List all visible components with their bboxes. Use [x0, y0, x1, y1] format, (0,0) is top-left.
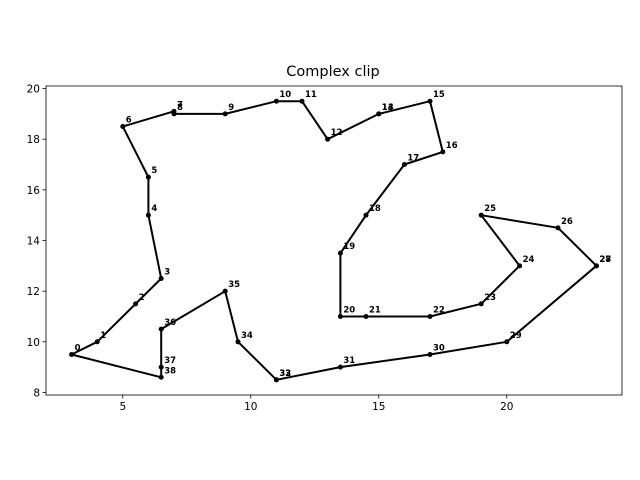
data-point-25	[478, 212, 484, 218]
point-label-23: 23	[484, 293, 496, 303]
point-label-25: 25	[484, 204, 496, 214]
point-label-27: 27	[599, 255, 611, 265]
data-point-24	[517, 263, 523, 269]
y-tick-label: 10	[27, 337, 40, 349]
point-label-19: 19	[343, 242, 355, 252]
data-point-31	[337, 364, 343, 370]
point-label-3: 3	[164, 267, 170, 277]
point-label-14: 14	[382, 103, 394, 113]
point-label-26: 26	[561, 217, 573, 227]
point-label-33: 33	[279, 369, 291, 379]
data-point-16	[440, 149, 446, 155]
x-axis: 5 10 15 20	[119, 395, 513, 413]
y-tick-label: 16	[27, 185, 41, 197]
point-label-1: 1	[100, 331, 106, 341]
point-label-36: 36	[164, 318, 176, 328]
x-tick-label: 15	[372, 401, 385, 413]
data-point-6	[120, 124, 126, 130]
data-point-19	[337, 250, 343, 256]
point-label-13: 13	[382, 103, 394, 113]
y-tick-label: 14	[27, 236, 41, 248]
data-point-21	[363, 313, 369, 319]
y-tick-label: 12	[27, 286, 40, 298]
point-label-24: 24	[523, 255, 535, 265]
point-label-12: 12	[331, 128, 343, 138]
data-point-3	[158, 275, 164, 281]
point-label-10: 10	[279, 90, 291, 100]
point-label-8: 8	[177, 103, 183, 113]
data-point-1	[94, 339, 100, 345]
data-point-17	[401, 162, 407, 168]
data-point-8	[171, 111, 177, 117]
data-point-33	[273, 377, 279, 383]
data-point-37	[158, 364, 164, 370]
point-label-17: 17	[407, 154, 419, 164]
series-points	[69, 98, 599, 383]
data-point-14	[376, 111, 382, 117]
data-point-12	[325, 136, 331, 142]
data-point-4	[145, 212, 151, 218]
data-point-35	[222, 288, 228, 294]
x-tick-label: 20	[500, 401, 513, 413]
data-point-10	[273, 98, 279, 104]
y-tick-label: 18	[27, 134, 40, 146]
y-axis: 8 10 12 14 16 18 20	[27, 84, 46, 399]
point-label-35: 35	[228, 280, 240, 290]
x-tick-label: 5	[119, 401, 126, 413]
y-tick-label: 20	[27, 84, 40, 96]
data-point-22	[427, 313, 433, 319]
point-label-20: 20	[343, 305, 355, 315]
point-label-18: 18	[369, 204, 381, 214]
data-point-30	[427, 351, 433, 357]
data-point-29	[504, 339, 510, 345]
point-label-6: 6	[126, 116, 132, 126]
data-point-20	[337, 313, 343, 319]
point-label-38: 38	[164, 366, 176, 376]
data-point-36	[158, 326, 164, 332]
point-label-7: 7	[177, 100, 183, 110]
chart-title: Complex clip	[286, 64, 379, 80]
data-point-9	[222, 111, 228, 117]
point-label-9: 9	[228, 103, 234, 113]
data-point-26	[555, 225, 561, 231]
point-label-37: 37	[164, 356, 176, 366]
data-point-23	[478, 301, 484, 307]
data-point-15	[427, 98, 433, 104]
point-label-0: 0	[75, 343, 81, 353]
point-label-30: 30	[433, 343, 445, 353]
data-point-0	[69, 351, 75, 357]
point-label-32: 32	[279, 369, 291, 379]
point-label-16: 16	[446, 141, 458, 151]
data-point-38	[158, 374, 164, 380]
data-point-34	[235, 339, 241, 345]
y-tick-label: 8	[33, 387, 40, 399]
point-label-34: 34	[241, 331, 253, 341]
point-label-15: 15	[433, 90, 445, 100]
point-label-5: 5	[151, 166, 157, 176]
point-label-11: 11	[305, 90, 317, 100]
data-point-28	[593, 263, 599, 269]
point-label-2: 2	[139, 293, 145, 303]
point-label-21: 21	[369, 305, 381, 315]
data-point-18	[363, 212, 369, 218]
data-point-11	[299, 98, 305, 104]
data-point-5	[145, 174, 151, 180]
point-label-28: 28	[599, 255, 611, 265]
point-label-29: 29	[510, 331, 522, 341]
point-label-31: 31	[343, 356, 355, 366]
point-label-4: 4	[151, 204, 157, 214]
point-label-22: 22	[433, 305, 445, 315]
data-point-2	[133, 301, 139, 307]
x-tick-label: 10	[244, 401, 257, 413]
